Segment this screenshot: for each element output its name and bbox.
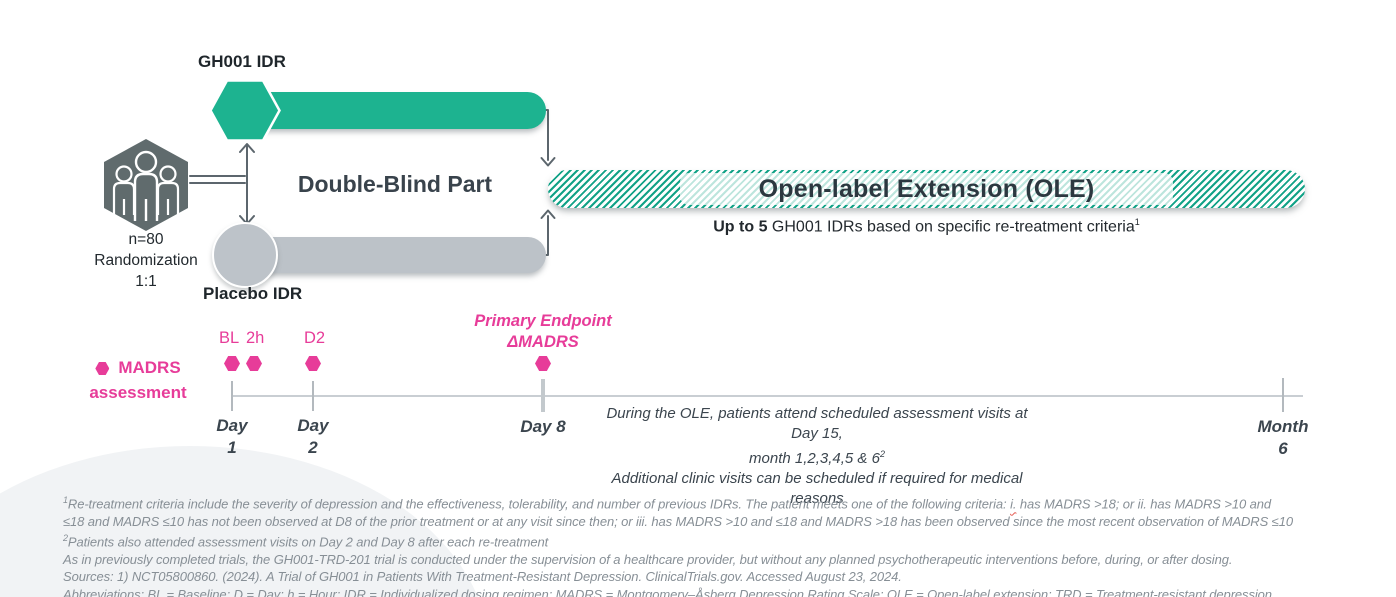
madrs-marker-bl: [224, 356, 240, 371]
footnote-sources: Sources: 1) NCT05800860. (2024). A Trial…: [63, 569, 902, 585]
randomization-label: n=80 Randomization 1:1: [66, 229, 226, 292]
placebo-arm-label: Placebo IDR: [203, 284, 303, 303]
gh001-bar: [238, 92, 546, 129]
primary-endpoint-line2: ΔMADRS: [507, 333, 579, 351]
madrs-legend-line2: assessment: [89, 383, 187, 402]
ole-note-footnote-ref: 2: [879, 449, 885, 459]
footnote-1: 1Re-treatment criteria include the sever…: [63, 495, 1272, 512]
spellcheck-underline: i.: [1010, 496, 1017, 512]
day-8-label: Day 8: [520, 417, 566, 436]
footnote-2: 2Patients also attended assessment visit…: [63, 533, 549, 550]
ole-bar: Open-label Extension (OLE): [548, 170, 1305, 208]
madrs-legend: MADRS assessment: [58, 355, 218, 405]
ole-title: Open-label Extension (OLE): [758, 174, 1095, 203]
ole-subtitle-rest: GH001 IDRs based on specific re-treatmen…: [767, 218, 1135, 236]
footnote-trial-conduct: As in previously completed trials, the G…: [63, 551, 1233, 567]
tick-month-6: [1282, 378, 1284, 412]
day-2-label: Day 2: [297, 416, 329, 457]
ole-subtitle-bold: Up to 5: [713, 218, 768, 236]
ole-note-line1: During the OLE, patients attend schedule…: [606, 405, 1028, 442]
madrs-marker-primary-endpoint: [535, 356, 551, 371]
randomization-text: Randomization: [94, 252, 198, 269]
day-1-label: Day 1: [216, 416, 248, 457]
randomization-n: n=80: [128, 231, 164, 248]
footnotes: 1Re-treatment criteria include the sever…: [63, 492, 1393, 597]
footnote-1-continued: ≤18 and MADRS ≤10 has not been observed …: [63, 513, 1293, 529]
month-6-label: Month 6: [1257, 417, 1309, 458]
madrs-legend-hexagon-icon: [95, 362, 110, 375]
tick-day-8: [541, 379, 545, 412]
ole-note-line3: Additional clinic visits can be schedule…: [611, 470, 1023, 507]
ole-subtitle-footnote-ref: 1: [1134, 217, 1140, 227]
ole-bar-highlight: [680, 173, 1173, 205]
primary-endpoint-label: Primary Endpoint ΔMADRS: [443, 311, 643, 353]
tick-day-1: [231, 381, 233, 411]
gh001-arm-label: GH001 IDR: [198, 52, 286, 71]
tick-day-2: [312, 381, 314, 411]
placebo-circle: [212, 222, 278, 288]
ole-note: During the OLE, patients attend schedule…: [597, 404, 1037, 509]
timeline-axis: [233, 395, 1303, 397]
double-blind-title: Double-Blind Part: [297, 171, 493, 197]
ole-note-line2: month 1,2,3,4,5 & 62: [749, 449, 885, 467]
footnote-abbreviations: Abbreviations: BL = Baseline; D = Day; h…: [63, 586, 1393, 597]
primary-endpoint-line1: Primary Endpoint: [474, 312, 612, 330]
placebo-bar: [238, 237, 546, 273]
gh001-hexagon: [209, 79, 281, 142]
marker-label-bl: BL: [219, 329, 240, 347]
randomization-ratio: 1:1: [135, 273, 157, 290]
madrs-marker-d2: [305, 356, 321, 371]
ole-subtitle: Up to 5 GH001 IDRs based on specific re-…: [548, 217, 1305, 236]
patients-icon: [104, 139, 188, 231]
madrs-legend-line1: MADRS: [118, 358, 181, 377]
madrs-marker-2h: [246, 356, 262, 371]
marker-label-2h: 2h: [246, 329, 265, 347]
marker-label-d2: D2: [304, 329, 326, 347]
spellcheck-underline: Åsberg: [695, 586, 736, 597]
